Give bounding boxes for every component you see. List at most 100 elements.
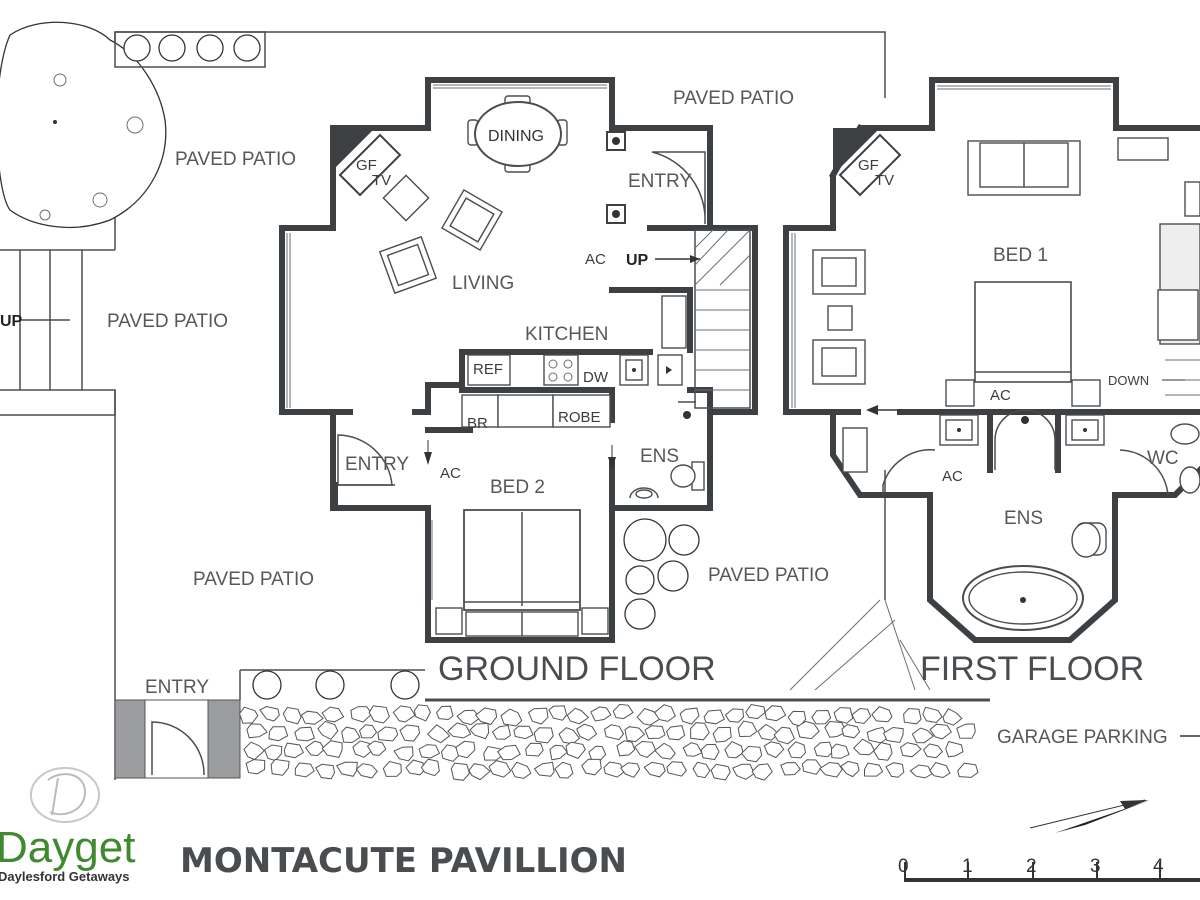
cobblestone — [245, 759, 266, 775]
cobblestone — [341, 726, 361, 744]
cobblestone — [270, 758, 290, 776]
robe-cupboards — [461, 394, 611, 428]
label-ref: REF — [473, 361, 503, 378]
cobblestone — [654, 704, 676, 722]
cobblestone — [491, 724, 511, 740]
cobblestone — [824, 720, 848, 738]
cobblestone — [841, 723, 861, 739]
cobblestone — [942, 708, 963, 726]
label-bed1: BED 1 — [993, 245, 1048, 266]
label-entry-bottom: ENTRY — [145, 677, 209, 698]
cobblestone — [435, 705, 454, 721]
gf-tv-unit — [338, 133, 402, 197]
label-paved-patio-2: PAVED PATIO — [107, 311, 228, 332]
scale-tick-0: 0 — [898, 856, 909, 877]
cobblestone — [724, 740, 744, 759]
cobblestone — [352, 740, 372, 758]
cobblestone — [922, 706, 943, 724]
label-entry-top: ENTRY — [628, 171, 692, 192]
ground-floor-title: GROUND FLOOR — [438, 650, 716, 688]
cobblestone — [690, 722, 710, 741]
label-down: DOWN — [1108, 373, 1149, 388]
ff-gf-tv-unit — [838, 133, 902, 197]
ff-lounge-chairs — [812, 249, 866, 385]
cobblestone — [852, 738, 876, 756]
cobblestone — [283, 742, 305, 759]
cobblestone — [393, 746, 414, 762]
cobblestone — [447, 722, 472, 739]
cobblestone — [450, 762, 470, 781]
bed2-furniture — [431, 509, 609, 637]
cobblestone — [268, 726, 289, 742]
label-paved-patio-5: PAVED PATIO — [708, 565, 829, 586]
large-tree — [0, 21, 167, 229]
shrub-cluster-patio — [623, 518, 700, 630]
cobblestone — [666, 761, 687, 777]
gf-ac-markers — [424, 440, 616, 470]
label-up: UP — [626, 252, 649, 269]
cobblestone — [773, 726, 796, 745]
cobblestone — [469, 722, 490, 740]
living-chairs — [378, 174, 504, 295]
cobblestone — [732, 763, 755, 780]
cobblestone — [358, 724, 378, 739]
cobblestone — [745, 703, 766, 720]
label-wc: WC — [1147, 448, 1179, 469]
cobblestone — [565, 741, 586, 759]
label-ac-ens: AC — [942, 468, 963, 485]
label-up-left: UP — [0, 313, 23, 330]
cobblestone — [819, 761, 843, 778]
cobblestone — [737, 720, 758, 738]
ground-floor-walls — [279, 77, 758, 643]
cobblestone — [957, 762, 979, 778]
cobblestone — [510, 761, 532, 779]
cobblestone — [350, 706, 373, 723]
cobblestone — [474, 707, 498, 726]
first-floor-walls — [783, 77, 1200, 643]
cobblestone — [616, 740, 636, 757]
cobblestone — [418, 744, 441, 759]
cobblestone — [620, 762, 641, 778]
label-ac-bed1: AC — [990, 387, 1011, 404]
label-ac-bed2: AC — [440, 465, 461, 482]
cobblestone — [405, 759, 425, 776]
cobblestone — [576, 723, 598, 741]
label-ens-gf: ENS — [640, 446, 679, 467]
label-tv-a: TV — [372, 172, 391, 189]
cobblestone — [488, 760, 512, 778]
stairs — [655, 229, 751, 409]
cobblestone — [796, 720, 820, 740]
label-ff-tv: TV — [875, 172, 894, 189]
left-steps — [19, 250, 83, 390]
cobblestone — [682, 742, 703, 757]
cobblestone — [483, 745, 505, 761]
dining-table — [467, 95, 568, 173]
cobblestone — [692, 761, 711, 779]
cobblestone — [525, 742, 544, 757]
label-garage-parking: GARAGE PARKING — [997, 727, 1168, 748]
cobblestone — [321, 740, 343, 758]
cobblestone — [317, 720, 339, 741]
cobblestone — [399, 724, 421, 742]
cobblestone — [780, 762, 801, 776]
scale-tick-4: 4 — [1153, 856, 1164, 877]
bottom-entry-gate — [114, 699, 241, 779]
label-ens-ff: ENS — [1004, 508, 1043, 529]
cobblestone — [304, 740, 326, 757]
label-br: BR — [467, 415, 488, 432]
cobblestone — [456, 709, 481, 726]
label-entry-side: ENTRY — [345, 454, 409, 475]
label-bed2: BED 2 — [490, 477, 545, 498]
plan-title: MONTACUTE PAVILLION — [180, 841, 627, 881]
cobblestone — [455, 740, 476, 759]
ff-stairs-down — [866, 359, 1200, 415]
cobblestone — [294, 762, 315, 778]
cobblestone — [533, 727, 554, 744]
label-paved-patio-3: PAVED PATIO — [193, 569, 314, 590]
cobblestone — [764, 705, 787, 722]
cobblestone — [426, 724, 451, 744]
cobblestone — [496, 744, 521, 761]
cobblestone — [624, 726, 646, 743]
cobblestone — [368, 705, 390, 724]
